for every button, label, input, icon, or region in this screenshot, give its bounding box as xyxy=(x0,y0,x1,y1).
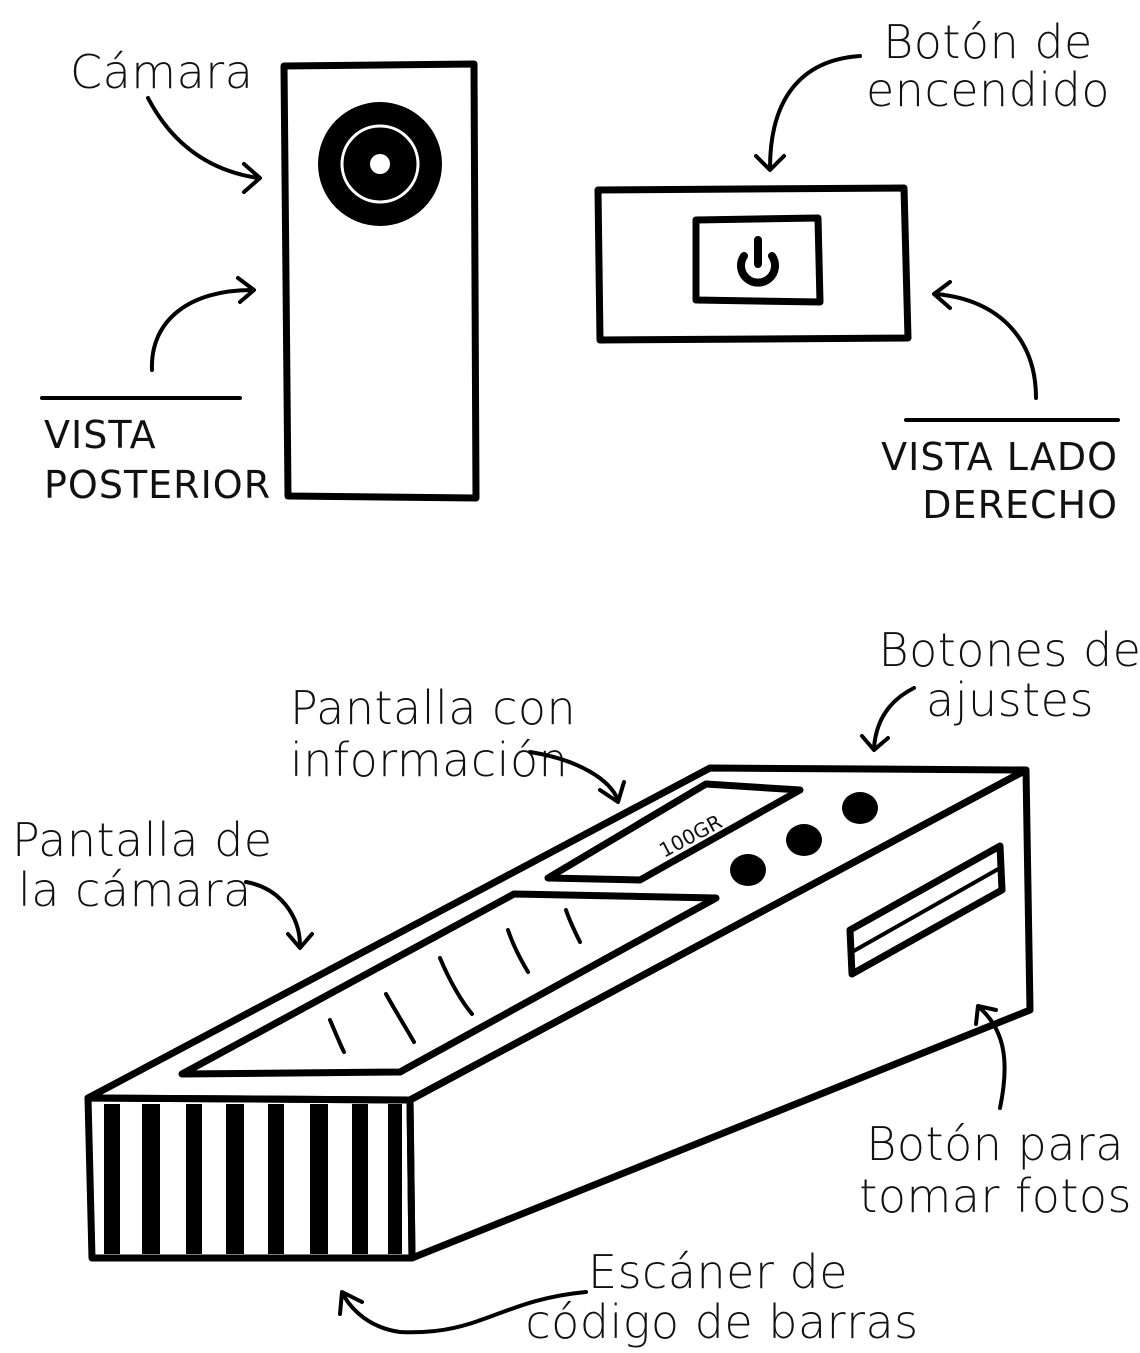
scanner-label-line-1: Escáner de xyxy=(588,1245,848,1299)
right-side-view: VISTA LADO DERECHO Botón de encendido xyxy=(598,15,1118,527)
side-view-title-line-1: VISTA LADO xyxy=(881,435,1118,479)
barcode-scanner xyxy=(104,1104,402,1254)
power-arrow xyxy=(770,56,860,168)
info-screen-label-line-2: información xyxy=(290,733,568,787)
settings-buttons xyxy=(730,792,878,886)
camera-screen xyxy=(182,894,716,1074)
right-side-body xyxy=(598,188,908,340)
power-label-line-2: encendido xyxy=(866,63,1110,117)
back-view: VISTA POSTERIOR Cámara xyxy=(42,45,476,507)
settings-label-line-2: ajustes xyxy=(926,673,1094,727)
camera-screen-label-line-2: la cámara xyxy=(18,863,252,917)
settings-arrow xyxy=(874,688,914,748)
back-view-title-line-2: POSTERIOR xyxy=(44,463,271,507)
device-3d-view: 100GR Pantalla con información Botones d… xyxy=(12,623,1140,1349)
camera-lens-icon xyxy=(318,102,442,226)
scanner-label-line-2: código de barras xyxy=(525,1295,918,1349)
camera-screen-label-line-1: Pantalla de xyxy=(12,813,273,867)
camera-label: Cámara xyxy=(70,45,253,99)
power-icon xyxy=(741,240,775,283)
power-label-line-1: Botón de xyxy=(883,15,1093,69)
back-view-title-line-1: VISTA xyxy=(44,413,157,457)
photo-button-label-line-2: tomar fotos xyxy=(859,1169,1132,1223)
settings-button-1 xyxy=(730,854,766,886)
settings-label-line-1: Botones de xyxy=(879,623,1140,677)
photo-button xyxy=(850,846,1002,974)
back-view-arrow xyxy=(152,290,252,370)
settings-button-2 xyxy=(786,824,822,856)
side-view-title-line-2: DERECHO xyxy=(922,483,1118,527)
info-screen-label-line-1: Pantalla con xyxy=(290,681,576,735)
settings-button-3 xyxy=(842,792,878,824)
photo-button-label-line-1: Botón para xyxy=(866,1117,1124,1171)
camera-arrow xyxy=(148,98,258,178)
